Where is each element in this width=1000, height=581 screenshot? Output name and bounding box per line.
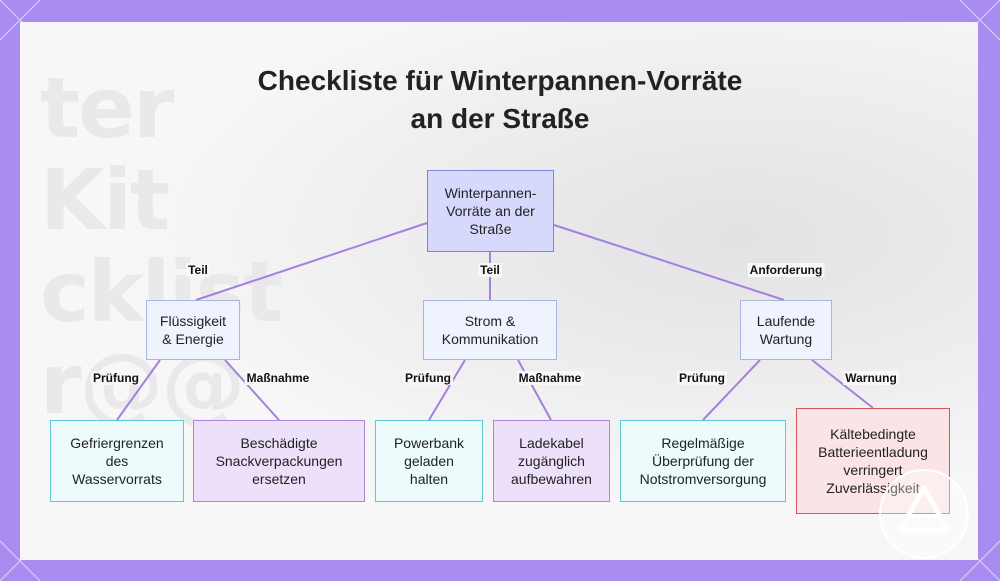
edge-root-maintenance [553,224,785,301]
node-freeze-limits: Gefriergrenzen des Wasservorrats [50,420,184,502]
node-fluid-energy: Flüssigkeit & Energie [146,300,240,360]
edge-label-fluid-snack: Maßnahme [244,371,312,385]
edge-root-fluid [195,221,431,301]
edge-label-fluid-freeze: Prüfung [91,371,141,385]
edge-label-maintenance-backup: Prüfung [677,371,727,385]
edge-fluid-freeze [116,359,161,421]
node-battery-warning: Kältebedingte Batterieentladung verringe… [796,408,950,514]
edge-label-root-maintenance: Anforderung [747,263,825,277]
node-root: Winterpannen- Vorräte an der Straße [427,170,554,252]
edge-maintenance-battery [811,359,874,409]
warning-triangle-logo-icon [879,469,969,559]
node-backup-power-check: Regelmäßige Überprüfung der Notstromvers… [620,420,786,502]
node-maintenance: Laufende Wartung [740,300,832,360]
edge-power-cable [517,359,552,421]
node-powerbank: Powerbank geladen halten [375,420,483,502]
diagram-title: Checkliste für Winterpannen-Vorräte an d… [257,65,743,134]
node-power-communication: Strom & Kommunikation [423,300,557,360]
edge-power-powerbank [428,359,466,421]
node-charging-cable: Ladekabel zugänglich aufbewahren [493,420,610,502]
edge-label-power-powerbank: Prüfung [403,371,453,385]
edge-label-power-cable: Maßnahme [516,371,584,385]
edge-fluid-snack [224,359,280,421]
edge-maintenance-backup [702,359,761,421]
node-replace-snacks: Beschädigte Snackverpackungen ersetzen [193,420,365,502]
edge-label-maintenance-battery: Warnung [843,371,899,385]
edge-label-root-power: Teil [478,263,502,277]
edge-label-root-fluid: Teil [186,263,210,277]
